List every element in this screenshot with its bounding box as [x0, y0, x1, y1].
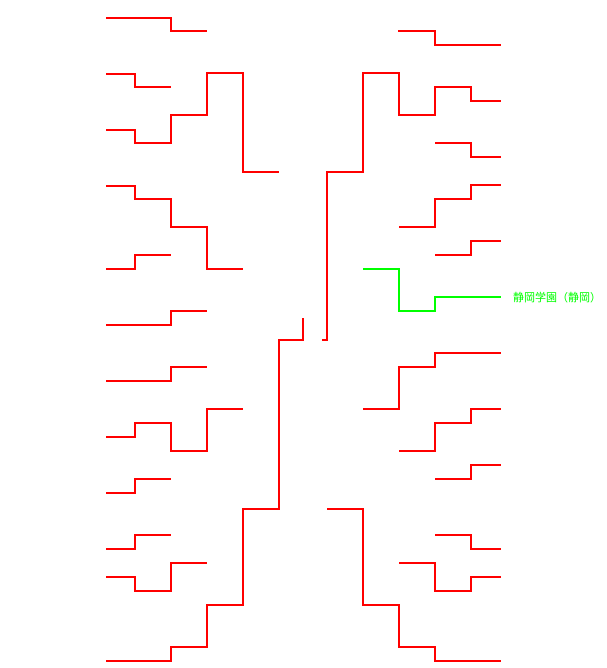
team-label-shizuoka-gakuen: 静岡学園（静岡） [513, 291, 601, 304]
bracket-line [398, 30, 501, 46]
bracket-line [106, 73, 171, 88]
bracket-line [106, 185, 243, 270]
bracket-line [106, 72, 279, 173]
right-half [322, 30, 501, 662]
bracket-line [106, 366, 207, 382]
bracket-line [106, 478, 171, 494]
bracket-line [363, 352, 501, 410]
bracket-line [399, 562, 501, 592]
bracket-line [106, 408, 243, 452]
bracket-line [327, 508, 501, 662]
bracket-line [106, 318, 304, 662]
bracket-line [106, 17, 207, 32]
bracket-line [106, 310, 207, 326]
bracket-line [106, 534, 171, 550]
bracket-line [435, 142, 501, 158]
bracket-line [399, 184, 501, 228]
bracket-line [322, 72, 501, 341]
bracket-line [106, 254, 171, 270]
bracket-line [106, 562, 207, 592]
bracket-line [435, 534, 501, 550]
bracket-line [435, 240, 501, 256]
bracket-line [435, 464, 501, 480]
winner-path [363, 268, 501, 312]
left-half [106, 17, 304, 662]
bracket-line [399, 408, 501, 452]
